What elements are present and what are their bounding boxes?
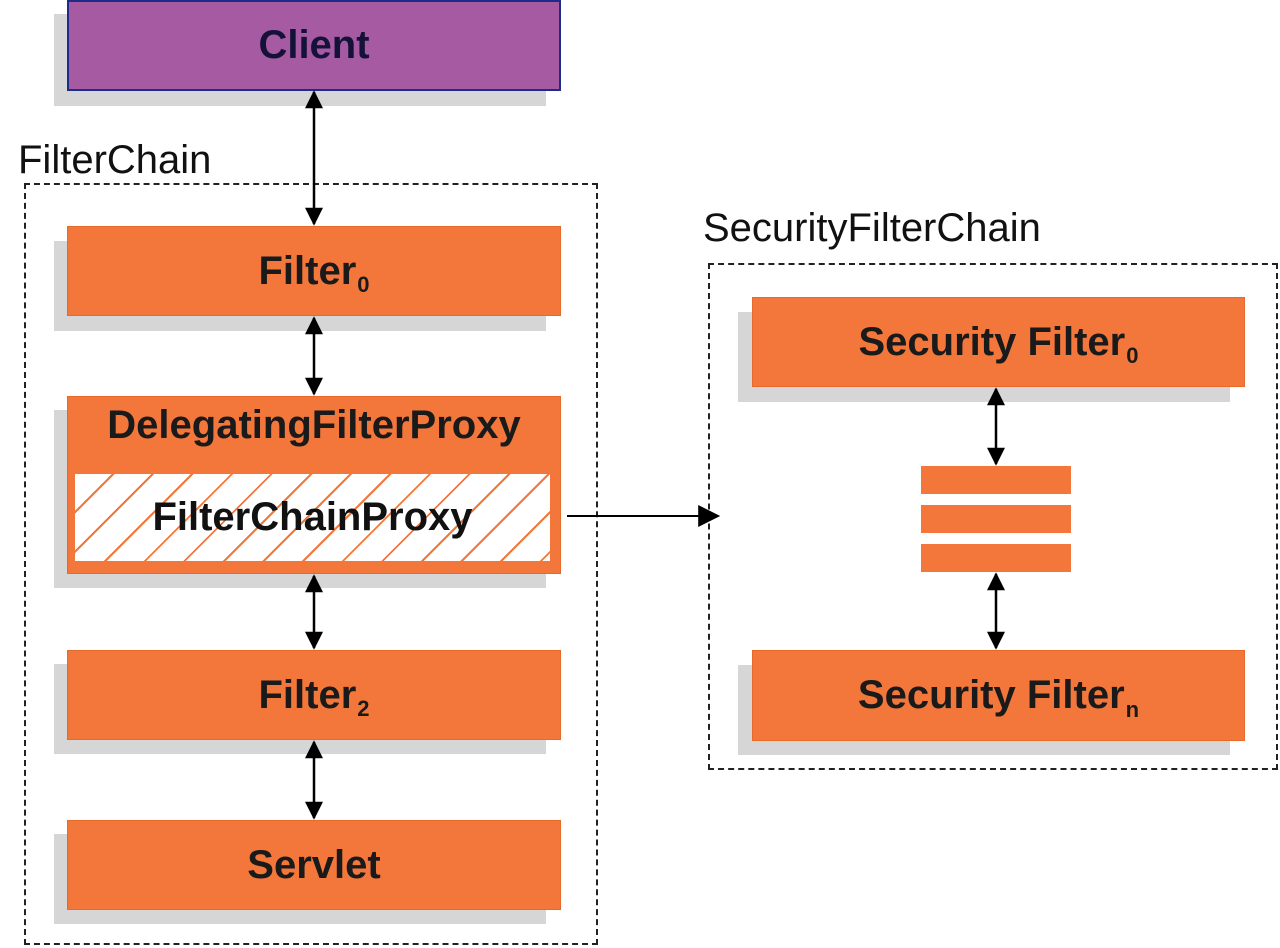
- security-filtern-label: Security Filter: [857, 673, 1125, 717]
- security-filter-bar-1: [921, 466, 1071, 494]
- security-filter-bar-3: [921, 544, 1071, 572]
- filter2-subscript: 2: [357, 696, 370, 721]
- delegating-proxy-label: DelegatingFilterProxy: [107, 403, 521, 447]
- security-filtern-subscript: n: [1125, 696, 1140, 722]
- client-box: Client: [67, 0, 561, 91]
- security-filter0-subscript: 0: [1126, 343, 1139, 368]
- servlet-box: Servlet: [67, 820, 561, 910]
- filterchain-title: FilterChain: [18, 138, 212, 182]
- filter-chain-proxy-label: FilterChainProxy: [152, 495, 473, 539]
- security-filter0-label: Security Filter: [858, 319, 1126, 364]
- filter2-label: Filter: [258, 672, 357, 717]
- servlet-label: Servlet: [247, 842, 381, 887]
- filter-chain-proxy-box: FilterChainProxy: [73, 472, 552, 563]
- security-filterchain-title: SecurityFilterChain: [703, 206, 1041, 250]
- security-filter-bar-2: [921, 505, 1071, 533]
- client-label: Client: [258, 23, 370, 67]
- filter0-label: Filter: [258, 248, 357, 293]
- filter0-subscript: 0: [357, 272, 370, 297]
